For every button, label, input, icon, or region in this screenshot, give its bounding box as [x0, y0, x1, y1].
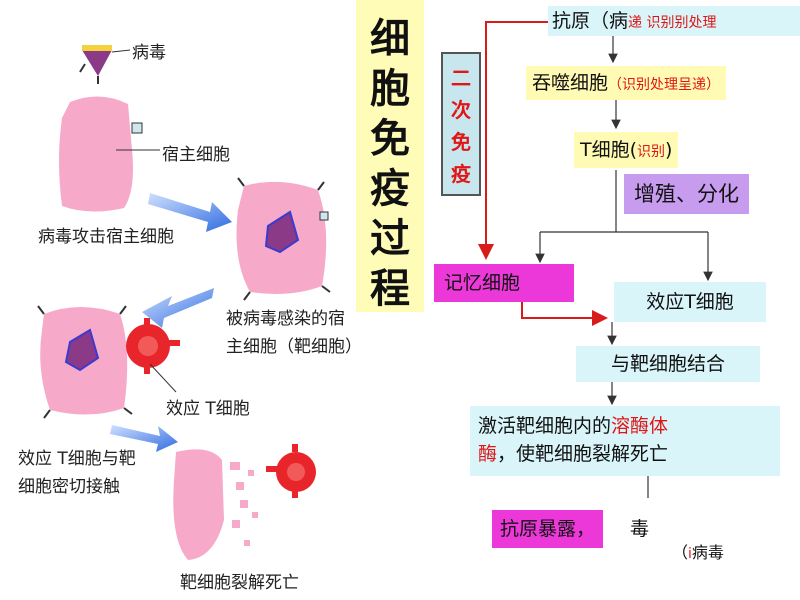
exposed-tail: 毒	[630, 514, 650, 544]
virus-label: 病毒	[132, 43, 166, 63]
virus-tail-a: （	[672, 543, 689, 562]
activate-lysosome-box: 激活靶细胞内的溶酶体 酶，使靶细胞裂解死亡	[470, 406, 780, 476]
infected-cell-label-line1: 被病毒感染的宿	[226, 309, 345, 329]
host-cell	[59, 96, 160, 212]
title-char: 胞	[370, 66, 410, 112]
phagocyte-text: 吞噬细胞	[532, 72, 609, 94]
secondary-char: 二	[451, 66, 471, 90]
process-arrow	[148, 193, 232, 232]
secondary-char: 免	[451, 130, 471, 154]
virus-tail-mark: i	[688, 546, 692, 562]
antigen-box: 抗原（病递 识别别处理	[548, 6, 800, 36]
effector-t-cell-label: 效应 T细胞	[166, 399, 250, 419]
title-char: 过	[370, 216, 410, 262]
phagocyte-note: （识别处理呈递）	[608, 77, 721, 93]
memory-cell-box: 记忆细胞	[434, 264, 574, 302]
title-char: 程	[370, 266, 410, 312]
antigen-note: 递 识别别处理	[628, 15, 717, 31]
title-char: 细	[370, 16, 410, 62]
contact-label-line1: 效应 T细胞与靶	[18, 449, 136, 469]
bind-target-box: 与靶细胞结合	[576, 346, 760, 382]
infected-cell-label-line2: 主细胞（靶细胞）	[226, 337, 362, 357]
tcell-box: T细胞(识别)	[574, 132, 679, 168]
lysis-label: 靶细胞裂解死亡	[180, 573, 299, 593]
virus-tail: （i病毒	[672, 540, 724, 566]
lysosome-text: 溶酶体	[611, 415, 669, 437]
page-title: 细 胞 免 疫 过 程	[356, 0, 424, 312]
tcell-text: T细胞(	[580, 139, 638, 161]
antigen-text: 抗原（病	[552, 10, 629, 32]
virus-attack-label: 病毒攻击宿主细胞	[38, 227, 174, 247]
proliferate-box: 增殖、分化	[624, 174, 749, 214]
infected-cell	[37, 305, 133, 419]
antigen-exposed-box: 抗原暴露，	[492, 510, 604, 548]
effector-t-cell	[266, 444, 316, 498]
phagocyte-box: 吞噬细胞（识别处理呈递）	[526, 66, 727, 100]
enzyme-text: 酶	[478, 443, 498, 465]
virus-tail-b: 病毒	[691, 543, 724, 562]
exposed-text: 抗原暴露，	[500, 518, 596, 540]
secondary-char: 疫	[451, 162, 471, 186]
contact-label-line2: 细胞密切接触	[18, 477, 120, 497]
host-cell-label: 宿主细胞	[162, 145, 230, 165]
virus-particle	[79, 45, 131, 84]
process-arrow	[142, 288, 214, 328]
secondary-immunity-arrow	[478, 21, 608, 326]
infected-cell	[236, 177, 331, 301]
effector-t-cell	[126, 318, 180, 393]
activate-text-d: ，使靶细胞裂解死亡	[497, 443, 669, 465]
secondary-char: 次	[451, 98, 471, 122]
lysed-cell	[173, 449, 258, 560]
process-arrow	[110, 425, 178, 452]
tcell-note: 识别	[637, 144, 666, 160]
secondary-immunity-box: 二 次 免 疫	[441, 52, 481, 196]
tcell-close: )	[665, 139, 673, 161]
flow-arrow	[535, 34, 713, 498]
activate-text-a: 激活靶细胞内的	[478, 415, 612, 437]
title-char: 疫	[370, 166, 410, 212]
title-char: 免	[370, 116, 410, 162]
effector-tcell-box: 效应T细胞	[614, 282, 766, 322]
